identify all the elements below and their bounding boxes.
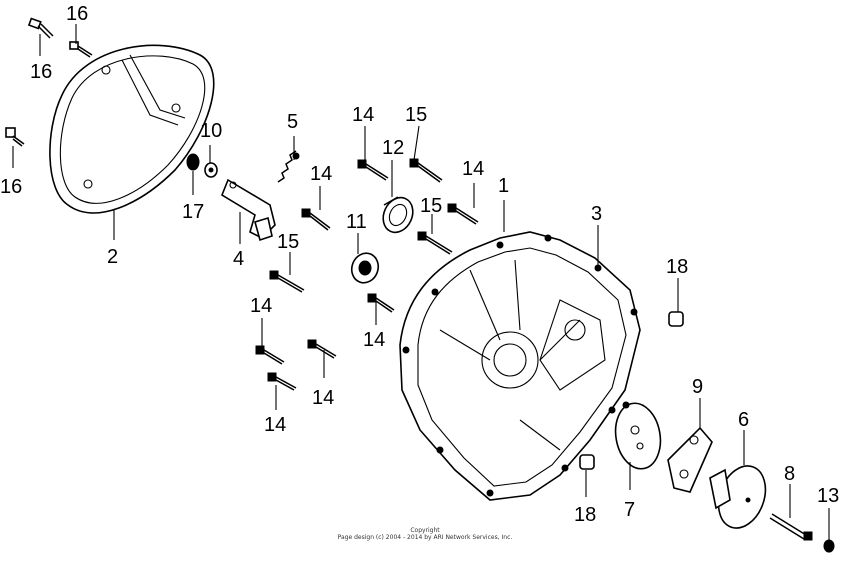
bolt-16-left — [5, 127, 25, 147]
callout-13: 13 — [817, 485, 839, 507]
callout-labels: 16 16 16 2 10 17 4 5 14 14 15 12 14 1 15… — [0, 3, 839, 526]
callout-8: 8 — [784, 463, 795, 485]
plate-7 — [614, 401, 662, 470]
bolt-14-d — [367, 293, 395, 313]
callout-14: 14 — [312, 387, 334, 409]
copyright-notice: Page design (c) 2004 - 2014 by ARI Netwo… — [337, 534, 513, 541]
callout-16: 16 — [0, 176, 22, 198]
copyright-line: Copyright — [410, 527, 440, 534]
dowel-pin-18-bottom — [579, 454, 595, 470]
callout-18: 18 — [574, 504, 596, 526]
callout-4: 4 — [233, 248, 244, 270]
callout-15: 15 — [420, 195, 442, 217]
washer-10 — [204, 162, 218, 178]
spring-5 — [277, 150, 300, 183]
callout-14: 14 — [363, 329, 385, 351]
callout-7: 7 — [624, 499, 635, 521]
callout-3: 3 — [591, 203, 602, 225]
lever-arm-part — [221, 178, 276, 242]
bolt-14-e — [255, 345, 285, 365]
bolt-15-b — [417, 231, 453, 255]
callout-16: 16 — [30, 61, 52, 83]
leader-lines — [12, 24, 830, 540]
cover-plate-part — [49, 44, 215, 214]
seal-11 — [350, 252, 380, 284]
cap-6 — [709, 465, 767, 529]
bracket-9 — [667, 426, 713, 493]
callout-6: 6 — [738, 409, 749, 431]
bolt-16-mid — [69, 41, 93, 58]
bolt-15-a — [409, 158, 443, 183]
bolt-8 — [769, 513, 813, 541]
bolt-14-a — [357, 159, 389, 181]
callout-17: 17 — [182, 201, 204, 223]
callout-12: 12 — [382, 137, 404, 159]
callout-10: 10 — [200, 120, 222, 142]
bolt-16-top — [27, 17, 54, 39]
callout-16: 16 — [66, 3, 88, 25]
callout-14: 14 — [352, 104, 374, 126]
dowel-pin-18-top — [668, 311, 684, 327]
callout-18: 18 — [666, 256, 688, 278]
bolt-15-c — [269, 270, 305, 293]
callout-15: 15 — [405, 104, 427, 126]
bolt-14-b — [301, 208, 331, 231]
callout-1: 1 — [498, 175, 509, 197]
callout-14: 14 — [264, 414, 286, 436]
bolt-14-g — [267, 372, 297, 391]
callout-9: 9 — [692, 376, 703, 398]
callout-5: 5 — [287, 111, 298, 133]
callout-11: 11 — [346, 211, 367, 233]
callout-14: 14 — [250, 295, 272, 317]
bushing-17 — [186, 153, 200, 171]
nut-13 — [823, 539, 835, 553]
bolt-14-c — [447, 203, 479, 225]
callout-15: 15 — [277, 231, 299, 253]
bolt-14-f — [307, 339, 337, 359]
callout-2: 2 — [107, 246, 118, 268]
callout-14: 14 — [462, 158, 484, 180]
bearing-12 — [382, 196, 414, 234]
callout-14: 14 — [310, 163, 332, 185]
bolts-14-15 — [255, 158, 479, 391]
main-case-part — [399, 231, 641, 501]
